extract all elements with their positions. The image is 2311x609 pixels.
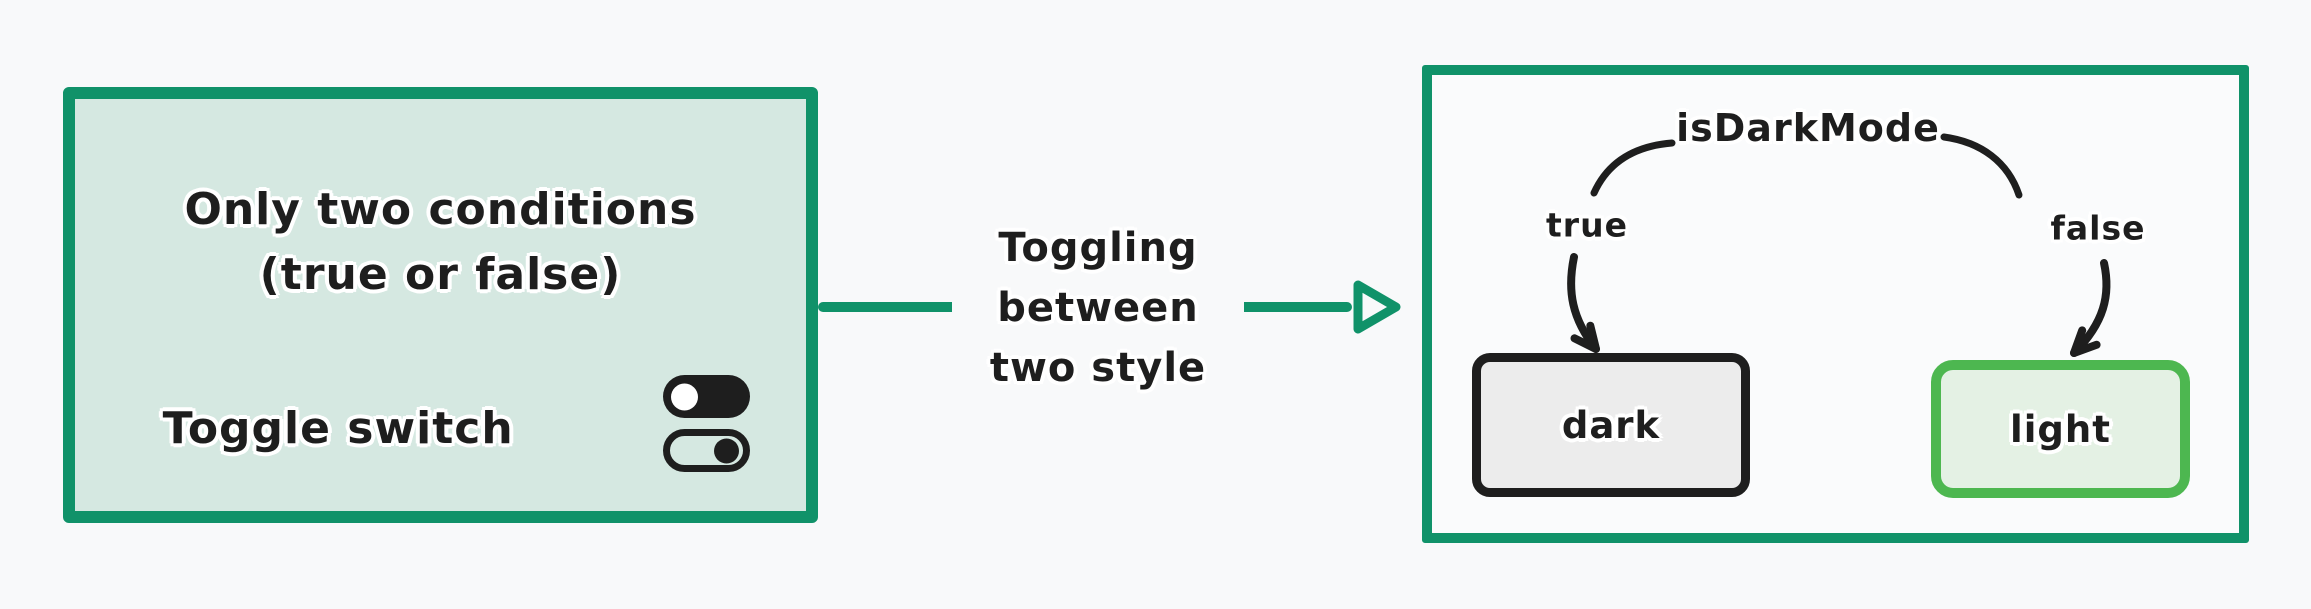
toggle-on-icon xyxy=(663,375,750,418)
false-branch-label: false xyxy=(2050,208,2146,248)
arrow-caption: Toggling between two style xyxy=(952,212,1244,404)
true-branch-label: true xyxy=(1546,205,1628,245)
isdarkmode-card: isDarkMode true false dark light xyxy=(1422,65,2249,543)
toggle-switch-icons xyxy=(663,375,751,472)
toggle-off-icon xyxy=(663,429,750,472)
toggle-on-knob xyxy=(671,383,698,410)
dark-result-box: dark xyxy=(1472,353,1750,497)
dark-result-label: dark xyxy=(1561,403,1661,447)
conditions-line2: (true or false) xyxy=(259,249,622,300)
variable-label: isDarkMode xyxy=(1676,106,1940,150)
light-result-label: light xyxy=(2010,407,2111,451)
arrow-caption-line3: two style xyxy=(989,345,1207,391)
light-result-box: light xyxy=(1931,360,2190,498)
toggle-switch-label: Toggle switch xyxy=(162,403,514,454)
arrow-caption-line1: Toggling xyxy=(998,225,1198,271)
toggle-off-knob xyxy=(714,438,739,463)
main-arrow-head-icon xyxy=(1350,280,1406,340)
arrow-caption-line2: between xyxy=(997,285,1199,331)
branch-connectors xyxy=(1567,133,2111,357)
conditions-line1: Only two conditions xyxy=(184,184,697,235)
conditions-card: Only two conditions (true or false) Togg… xyxy=(63,87,818,523)
conditions-text: Only two conditions (true or false) xyxy=(75,177,806,307)
